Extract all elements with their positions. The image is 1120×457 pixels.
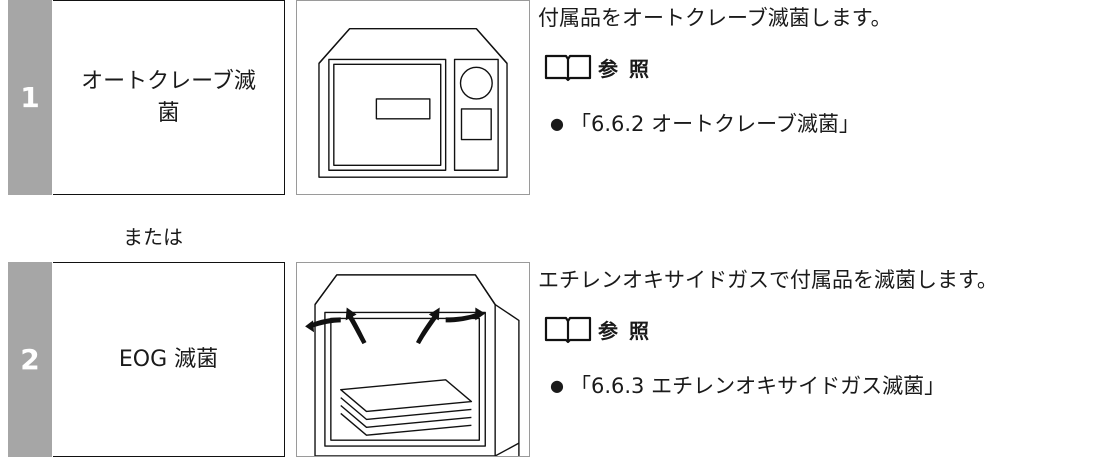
eog-sterilizer-illustration (305, 274, 520, 456)
step-1-reference-link[interactable]: 「6.6.2 オートクレーブ滅菌」 (569, 112, 860, 136)
step-2-description: エチレンオキサイドガスで付属品を滅菌します。 (538, 268, 998, 292)
step-2-reference-link[interactable]: 「6.6.3 エチレンオキサイドガス滅菌」 (569, 374, 946, 398)
autoclave-illustration (318, 28, 508, 178)
step-2-reference-item[interactable]: ● 「6.6.3 エチレンオキサイドガス滅菌」 (550, 370, 945, 400)
step-1-description: 付属品をオートクレーブ滅菌します。 (538, 6, 892, 30)
step-2-number: 2 (8, 262, 52, 457)
step-2-reference-heading: 参 照 (544, 314, 651, 344)
step-1: 1 オートクレーブ滅 菌 付属品をオートクレーブ滅菌します。 (8, 0, 1120, 195)
step-1-number: 1 (8, 0, 52, 195)
step-2-label-box: EOG 滅菌 (53, 262, 285, 457)
step-2-reference-label: 参 照 (598, 318, 651, 343)
bullet-dot: ● (550, 113, 564, 133)
bullet-dot: ● (550, 375, 564, 395)
step-1-label-line-2: 菌 (157, 100, 180, 126)
step-1-reference-heading: 参 照 (544, 52, 651, 82)
eog-sterilizer-icon (296, 262, 530, 457)
separator-text: または (123, 225, 183, 249)
step-1-label-line-1: オートクレーブ滅 (81, 68, 256, 94)
step-1-label-box: オートクレーブ滅 菌 (53, 0, 285, 195)
autoclave-icon (296, 0, 530, 195)
step-2-label-line-1: EOG 滅菌 (118, 346, 219, 372)
open-book-icon (544, 316, 592, 344)
step-1-reference-item[interactable]: ● 「6.6.2 オートクレーブ滅菌」 (550, 108, 860, 138)
open-book-icon (544, 54, 592, 82)
step-2: 2 EOG 滅菌 (8, 262, 1120, 457)
step-1-reference-label: 参 照 (598, 56, 651, 81)
